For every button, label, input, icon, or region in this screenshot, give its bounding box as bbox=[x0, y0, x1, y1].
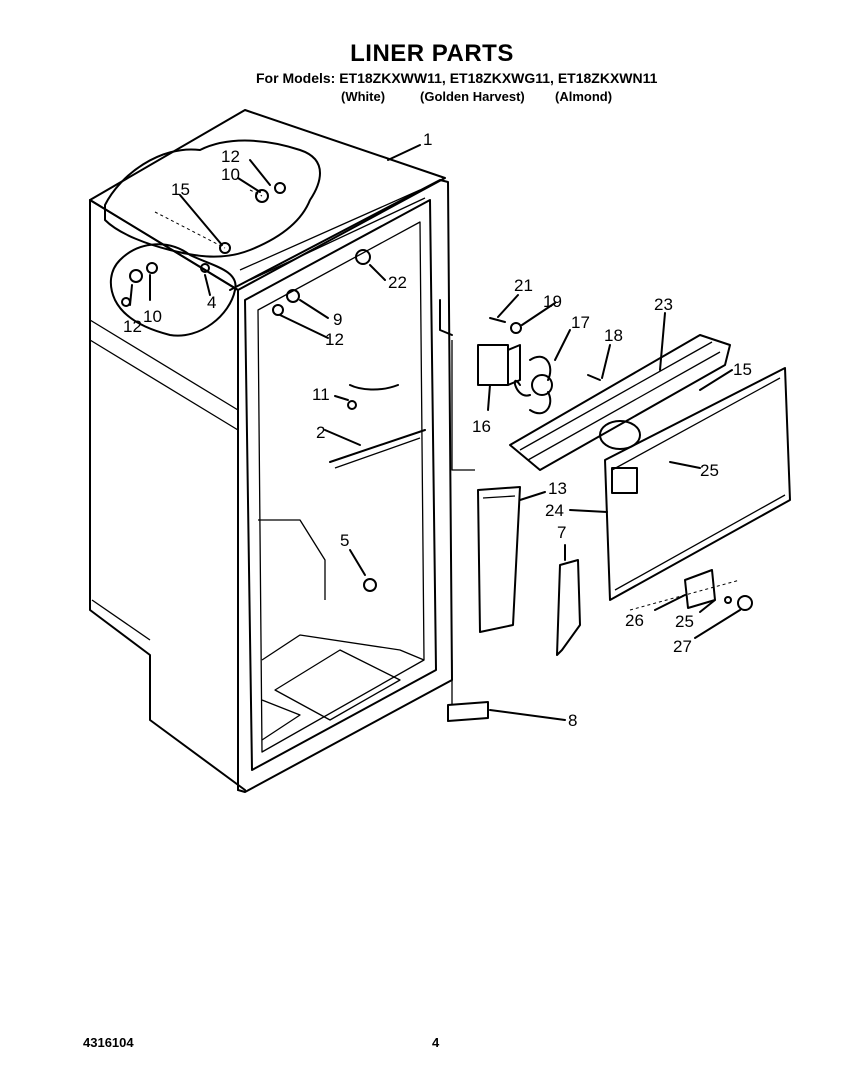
callout-10-left: 10 bbox=[143, 307, 162, 326]
callout-21: 21 bbox=[514, 276, 533, 295]
duct-and-insulation bbox=[447, 486, 581, 722]
callout-19: 19 bbox=[543, 292, 562, 311]
insulation-patches bbox=[104, 139, 321, 337]
page-number: 4 bbox=[432, 1035, 440, 1050]
callout-16: 16 bbox=[472, 417, 491, 436]
leader-lines bbox=[129, 144, 741, 721]
callout-5: 5 bbox=[340, 531, 349, 550]
callout-25-lower: 25 bbox=[675, 612, 694, 631]
fan-shroud bbox=[509, 334, 731, 471]
callout-4: 4 bbox=[207, 293, 216, 312]
callout-17: 17 bbox=[571, 313, 590, 332]
color-white-label: (White) bbox=[341, 89, 386, 104]
callout-7: 7 bbox=[557, 523, 566, 542]
callout-27: 27 bbox=[673, 637, 692, 656]
color-almond-label: (Almond) bbox=[555, 89, 613, 104]
drain-parts bbox=[684, 569, 753, 611]
callout-15-left: 15 bbox=[171, 180, 190, 199]
callout-1: 1 bbox=[423, 130, 432, 149]
cabinet-liner bbox=[89, 109, 475, 793]
callout-18: 18 bbox=[604, 326, 623, 345]
callout-12-left: 12 bbox=[123, 317, 142, 336]
cabinet-fasteners bbox=[121, 182, 426, 592]
fan-motor-assembly bbox=[477, 317, 601, 415]
callout-9: 9 bbox=[333, 310, 342, 329]
callout-25-upper: 25 bbox=[700, 461, 719, 480]
callout-2: 2 bbox=[316, 423, 325, 442]
color-golden-label: (Golden Harvest) bbox=[420, 89, 525, 104]
callout-22: 22 bbox=[388, 273, 407, 292]
callout-24: 24 bbox=[545, 501, 564, 520]
callout-26: 26 bbox=[625, 611, 644, 630]
diagram-title: LINER PARTS bbox=[350, 40, 514, 67]
callout-15-right: 15 bbox=[733, 360, 752, 379]
callout-23: 23 bbox=[654, 295, 673, 314]
callout-12-top: 12 bbox=[221, 147, 240, 166]
part-number: 4316104 bbox=[83, 1035, 134, 1050]
callout-11: 11 bbox=[312, 385, 330, 404]
models-line: For Models: ET18ZKXWW11, ET18ZKXWG11, ET… bbox=[256, 70, 658, 86]
callout-8: 8 bbox=[568, 711, 577, 730]
callout-labels: 1 2 4 5 7 8 9 10 10 11 12 12 12 13 15 15… bbox=[123, 130, 752, 730]
callout-10-top: 10 bbox=[221, 165, 240, 184]
callout-12-right: 12 bbox=[325, 330, 344, 349]
evaporator-cover bbox=[604, 367, 791, 611]
callout-13: 13 bbox=[548, 479, 567, 498]
